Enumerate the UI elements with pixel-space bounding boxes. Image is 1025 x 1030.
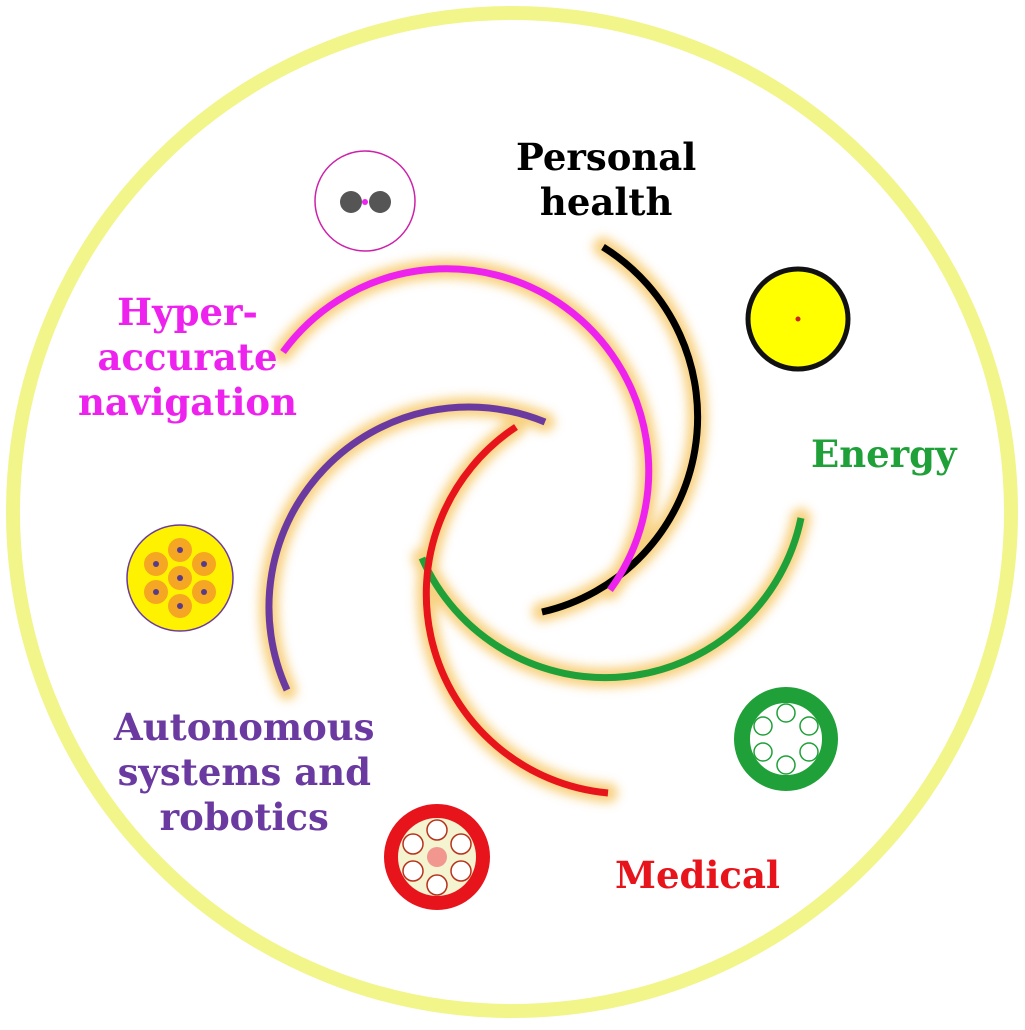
navigation-label-line-3: navigation xyxy=(78,380,298,425)
seven-core-fiber-icon xyxy=(126,524,234,632)
autonomous-systems-label-line-2: systems and xyxy=(117,750,371,795)
medical-label: Medical xyxy=(615,853,780,898)
personal-health-label-line-1: Personal xyxy=(516,135,697,179)
autonomous-systems-arm xyxy=(265,403,547,692)
hollow-core-fiber-icon xyxy=(734,687,838,791)
personal-health-label: Personal health xyxy=(516,135,696,225)
navigation-label-line-2: accurate xyxy=(97,335,278,380)
energy-label: Energy xyxy=(811,432,957,477)
outer-ring xyxy=(6,6,1018,1018)
energy-arm xyxy=(418,517,805,682)
autonomous-systems-label: Autonomous systems and robotics xyxy=(114,705,375,840)
navigation-arm xyxy=(280,265,653,593)
medical-label-line-1: Medical xyxy=(615,853,780,897)
single-core-fiber-icon xyxy=(745,266,851,372)
navigation-label: Hyper- accurate navigation xyxy=(78,290,297,425)
energy-label-line-1: Energy xyxy=(811,432,957,476)
medical-arm xyxy=(422,424,609,797)
two-core-fiber-icon xyxy=(314,150,416,252)
autonomous-systems-label-line-1: Autonomous xyxy=(114,705,375,749)
autonomous-systems-label-line-3: robotics xyxy=(159,795,329,840)
antiresonant-hollow-core-fiber-icon xyxy=(384,804,490,910)
personal-health-arm xyxy=(541,244,702,616)
personal-health-label-line-2: health xyxy=(539,180,673,225)
navigation-label-line-1: Hyper- xyxy=(117,290,258,334)
